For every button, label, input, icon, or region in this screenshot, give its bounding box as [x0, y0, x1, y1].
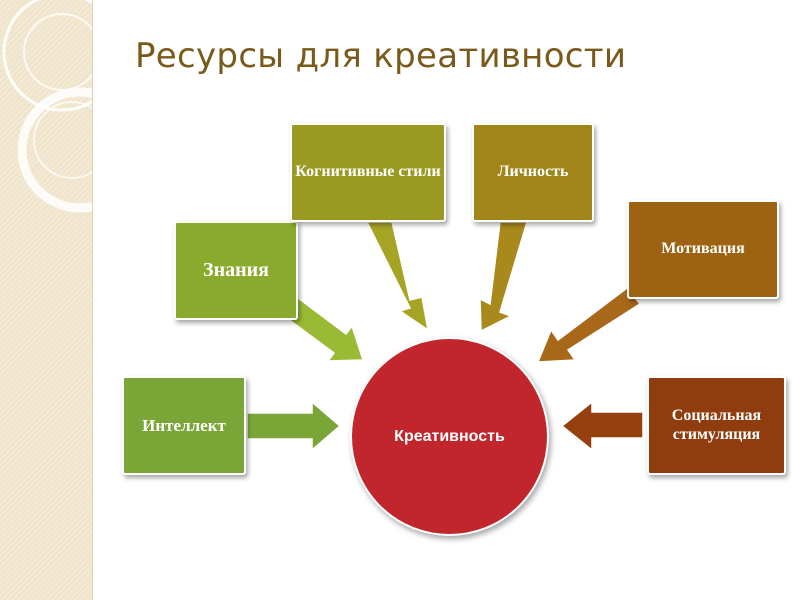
node-motivaciya: Мотивация: [627, 200, 779, 299]
decorative-side-strip: [0, 0, 93, 600]
node-label: Социальная стимуляция: [671, 407, 762, 443]
node-label: Мотивация: [661, 240, 745, 258]
node-kognitivnye-stili: Когнитивные стили: [290, 123, 446, 222]
node-label: Когнитивные стили: [295, 163, 441, 181]
node-lichnost: Личность: [472, 123, 594, 222]
node-socialnaya-stimulyaciya: Социальная стимуляция: [647, 376, 786, 475]
node-label: Знания: [203, 259, 269, 281]
node-intellekt: Интеллект: [122, 376, 246, 475]
center-node-kreativnost: Креативность: [350, 337, 549, 536]
node-label: Интеллект: [142, 415, 226, 435]
arrow-kognitivnye-stili: [365, 221, 430, 332]
decorative-rings-icon: [2, 0, 92, 213]
center-label: Креативность: [394, 427, 505, 445]
node-znaniya: Знания: [174, 221, 298, 320]
arrow-motivaciya: [536, 286, 642, 363]
arrow-intellekt: [246, 400, 342, 452]
arrow-znaniya: [282, 296, 365, 362]
arrow-lichnost: [479, 221, 529, 333]
node-label: Личность: [497, 163, 569, 181]
slide-title: Ресурсы для креативности: [135, 36, 627, 76]
arrow-socialnaya-stimulyaciya: [560, 400, 644, 452]
